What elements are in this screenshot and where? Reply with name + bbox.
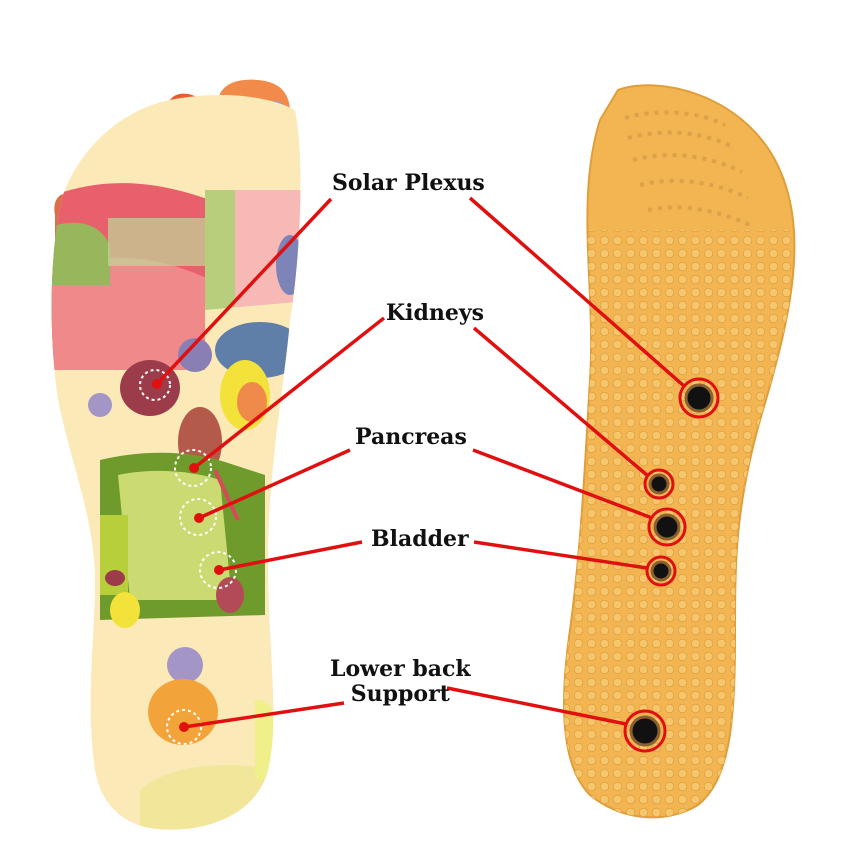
bladder-line-right [473,540,648,570]
label-bladder: Bladder [371,526,469,552]
kidneys-line-left [192,316,386,470]
label-solar-plexus: Solar Plexus [332,170,485,196]
pancreas-line-right [472,448,653,520]
bladder-line-left [218,540,363,572]
label-pancreas: Pancreas [355,424,467,450]
label-kidneys: Kidneys [386,300,485,326]
solar-line-right [468,196,686,388]
point-dots [152,379,224,732]
foot-reflexology-map [51,79,301,830]
label-lower-back-line2: Support [350,681,450,707]
kidneys-line-right [472,326,650,478]
lower-back-line-left [183,701,345,729]
magnet-rings [623,377,720,753]
label-lower-back-line1: Lower back [330,656,471,682]
magnets [629,383,714,747]
solar-line-left [155,197,333,386]
leader-lines [155,196,686,729]
lower-back-line-right [446,686,627,726]
reflex-point-rings [139,369,237,745]
label-lower-back-support: Lower back Support [330,657,471,707]
pancreas-line-left [198,448,351,520]
